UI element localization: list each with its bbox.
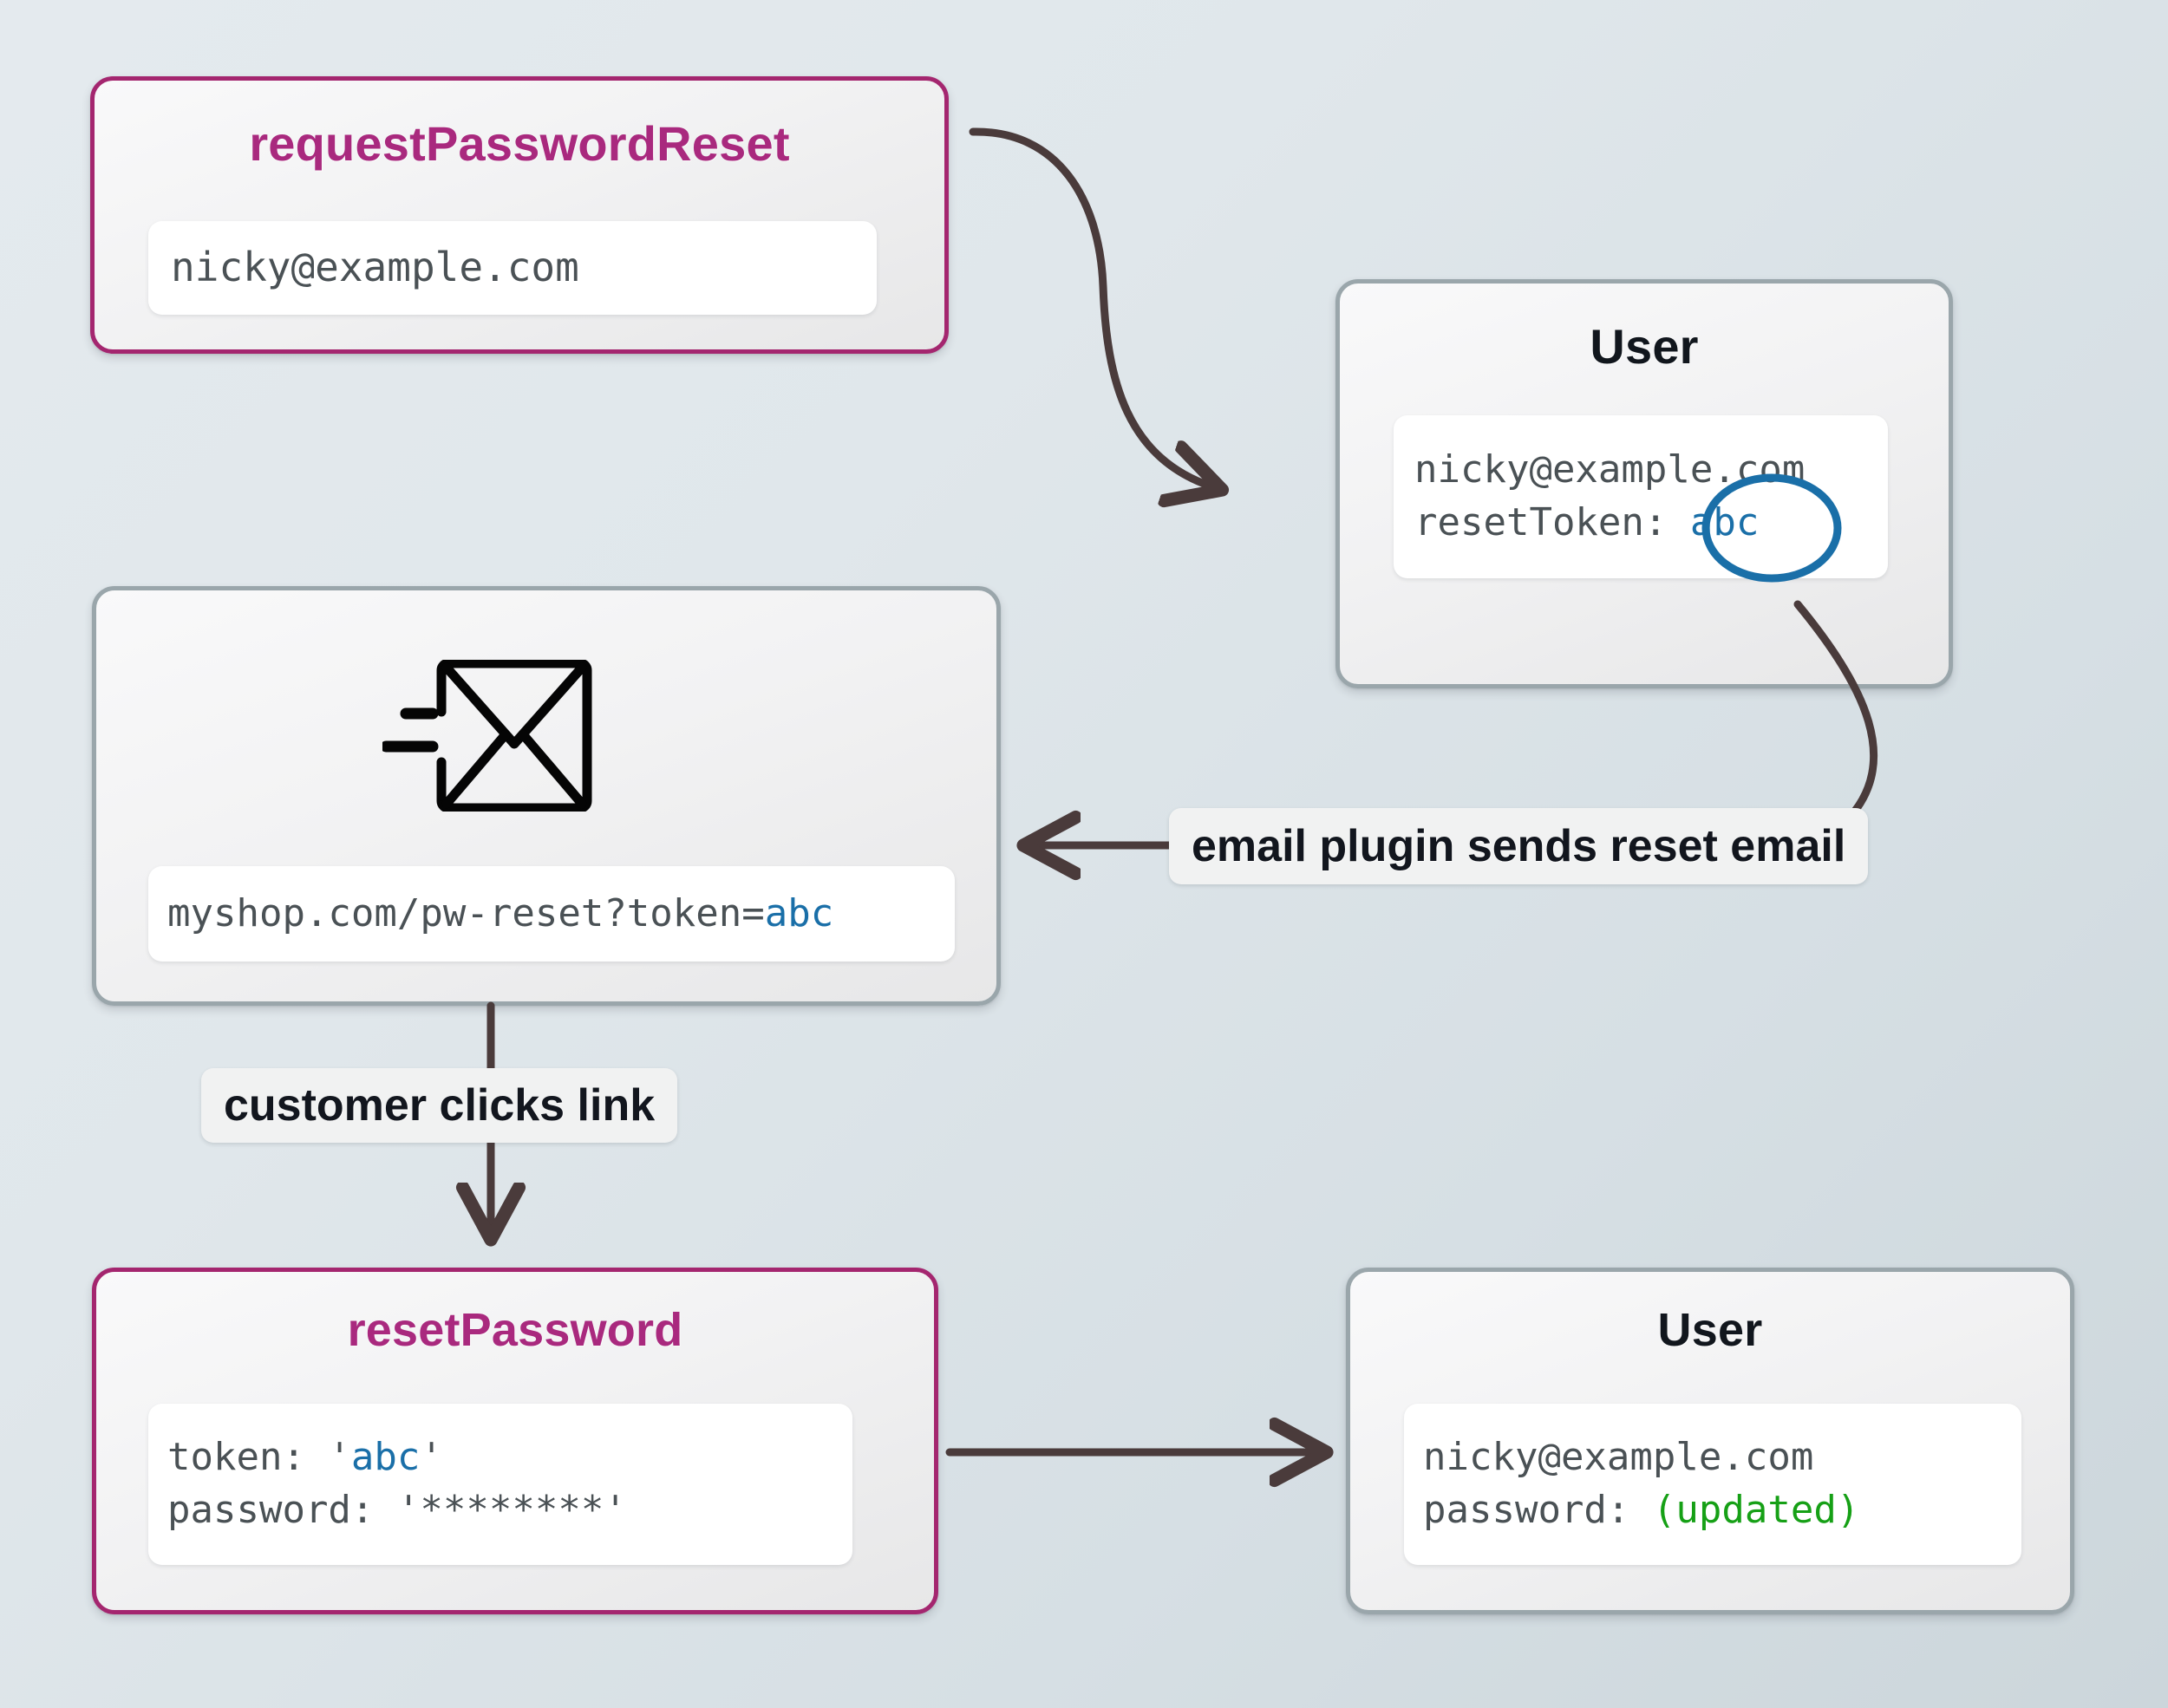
value-user-email: nicky@example.com [1414, 447, 1806, 492]
node-title-user-token: User [1590, 319, 1699, 374]
panel-user-updated: nicky@example.com password: (updated) [1404, 1404, 2021, 1565]
send-email-icon [380, 658, 595, 816]
label-reset-token: resetToken: [1414, 500, 1668, 544]
edge-request-to-user [969, 127, 1214, 487]
panel-user-with-token: nicky@example.com resetToken: abc [1394, 415, 1888, 578]
value-reset-url-token: abc [764, 890, 834, 935]
value-reset-url-prefix: myshop.com/pw-reset?token= [167, 890, 765, 935]
node-request-password-reset[interactable]: requestPasswordReset nicky@example.com [90, 76, 949, 354]
value-token-abc: abc [350, 1435, 421, 1480]
panel-reset-password: token: 'abc' password: '********' [148, 1404, 852, 1565]
value-email: nicky@example.com [171, 244, 579, 291]
node-reset-password[interactable]: resetPassword token: 'abc' password: '**… [92, 1268, 938, 1614]
value-token-suffix: ' [420, 1435, 443, 1480]
panel-email-url: myshop.com/pw-reset?token=abc [148, 866, 955, 962]
panel-request-password-reset: nicky@example.com [148, 221, 877, 315]
node-title-reset-password: resetPassword [347, 1304, 683, 1356]
node-title-request-password-reset: requestPasswordReset [249, 116, 790, 171]
value-user2-email: nicky@example.com [1423, 1435, 1814, 1480]
value-user2-password: password: (updated) [1423, 1484, 2002, 1537]
edge-label-email-plugin: email plugin sends reset email [1169, 808, 1869, 884]
value-user-reset-token: resetToken: abc [1414, 497, 1867, 550]
value-user2-password-updated: (updated) [1652, 1488, 1860, 1532]
edge-label-customer-clicks: customer clicks link [201, 1068, 678, 1143]
value-password-line: password: '********' [167, 1488, 627, 1532]
node-user-updated[interactable]: User nicky@example.com password: (update… [1346, 1268, 2074, 1614]
value-reset-token-abc: abc [1689, 500, 1760, 544]
node-email-message[interactable]: myshop.com/pw-reset?token=abc [92, 586, 1001, 1006]
value-token-prefix: token: ' [167, 1435, 351, 1480]
value-reset-url: myshop.com/pw-reset?token=abc [167, 888, 936, 941]
node-title-user-updated: User [1657, 1304, 1763, 1356]
value-user2-password-prefix: password: [1423, 1488, 1653, 1532]
node-user-with-token[interactable]: User nicky@example.com resetToken: abc [1335, 279, 1953, 688]
value-token-line: token: 'abc' [167, 1431, 833, 1484]
send-email-icon-glyph [380, 658, 592, 813]
